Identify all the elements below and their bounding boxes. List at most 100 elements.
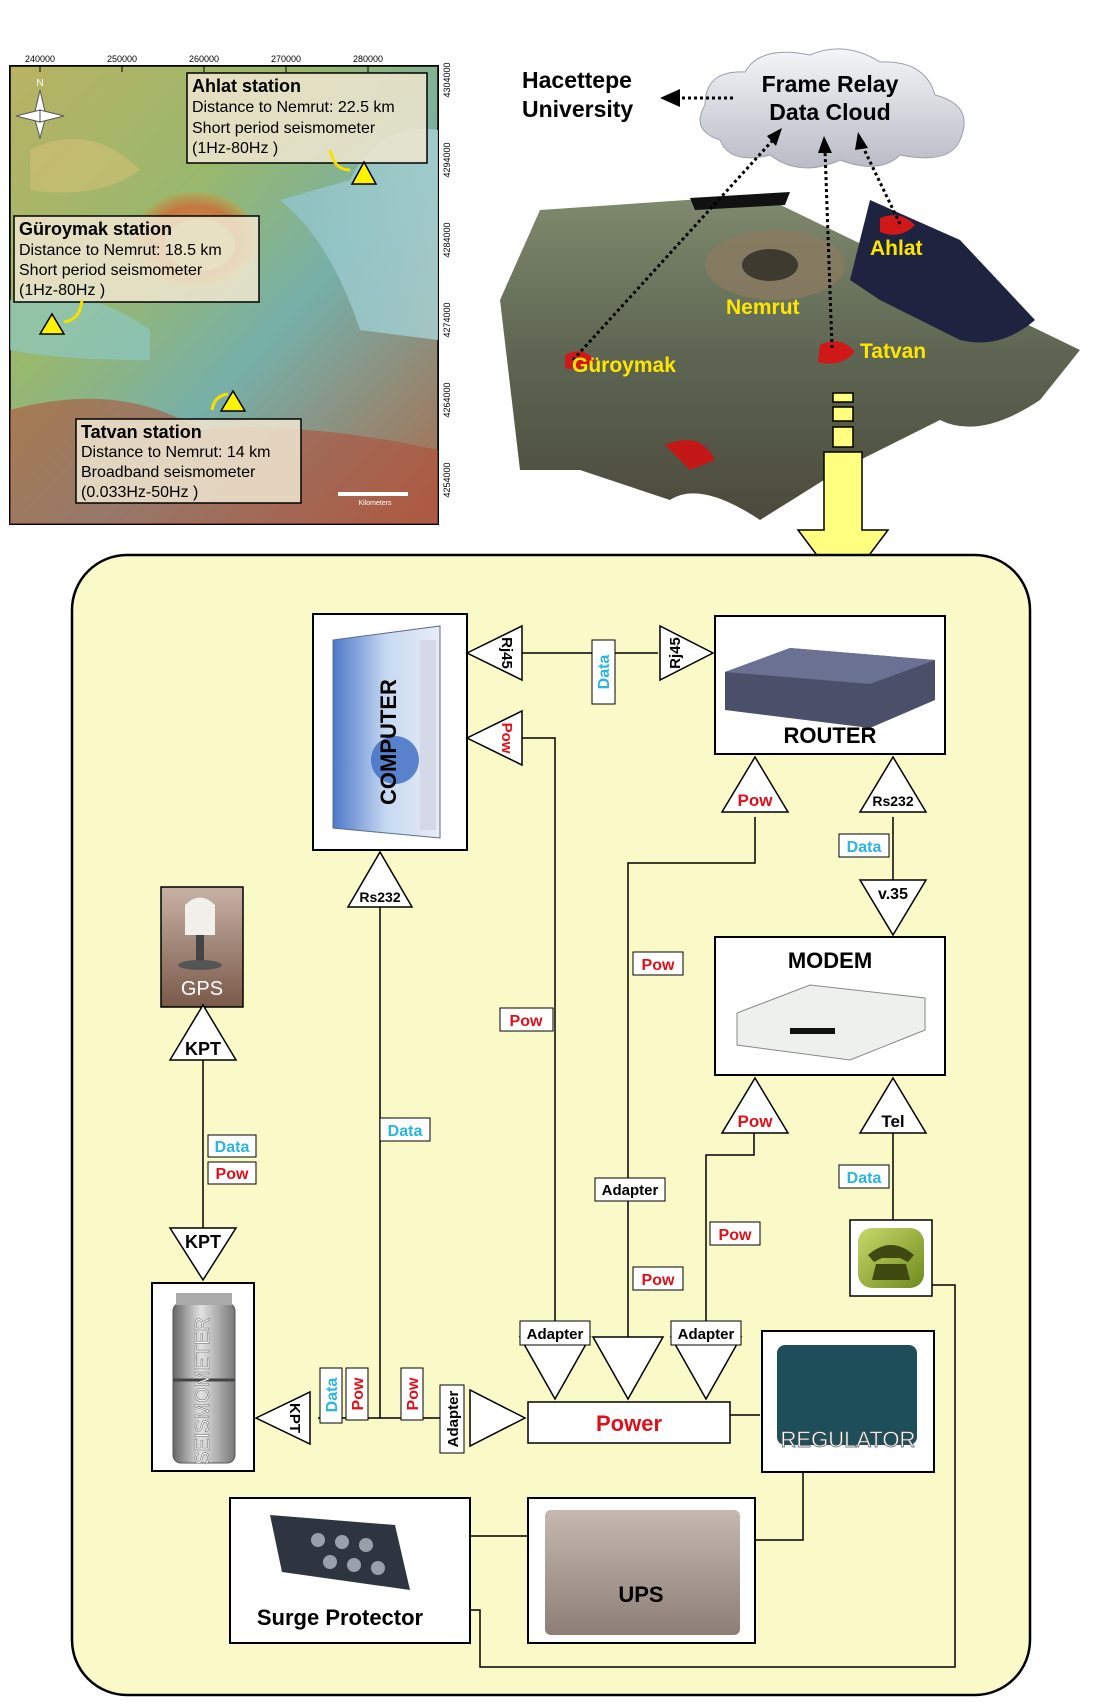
pow-label: Pow bbox=[216, 1166, 249, 1183]
rs232-label: Rs232 bbox=[872, 793, 913, 809]
pow-label: Pow bbox=[738, 791, 774, 810]
data-label: Data bbox=[847, 1170, 882, 1187]
kpt-label: KPT bbox=[185, 1232, 221, 1252]
regulator-label: REGULATOR bbox=[781, 1427, 916, 1452]
ups-label: UPS bbox=[618, 1582, 663, 1607]
rj45-label: Rj45 bbox=[667, 637, 684, 669]
adapter-label: Adapter bbox=[445, 1391, 462, 1448]
place-guroymak: Güroymak bbox=[572, 354, 676, 377]
kpt-label: KPT bbox=[286, 1403, 303, 1433]
adapter-label: Adapter bbox=[527, 1326, 584, 1343]
gps-device: GPS bbox=[160, 886, 244, 1008]
ahlat-title: Ahlat station bbox=[192, 76, 301, 96]
connector-kpt-seismometer-top: KPT bbox=[168, 1227, 238, 1282]
ups-device: UPS bbox=[527, 1497, 756, 1644]
regulator-device: REGULATOR bbox=[761, 1330, 935, 1473]
power-block: Power bbox=[527, 1401, 731, 1444]
connector-kpt-gps: KPT bbox=[168, 1003, 238, 1061]
tatvan-sensor: Broadband seismometer bbox=[81, 464, 256, 481]
scale-label: Kilometers bbox=[358, 500, 392, 507]
pow-label: Pow bbox=[719, 1227, 752, 1244]
north-arrow-icon: N bbox=[15, 78, 65, 140]
map-right-tick-label: 4284000 bbox=[442, 222, 452, 257]
power-label: Power bbox=[596, 1411, 662, 1436]
rs232-label: Rs232 bbox=[359, 889, 400, 905]
map-scale-bar: Kilometers bbox=[338, 492, 408, 507]
pow-label: Pow bbox=[350, 1377, 367, 1410]
data-label: Data bbox=[324, 1378, 341, 1413]
connector-power-input bbox=[469, 1388, 527, 1448]
map-top-tick-label: 250000 bbox=[107, 54, 137, 64]
station-callout-guroymak: Güroymak station Distance to Nemrut: 18.… bbox=[13, 215, 260, 303]
modem-label: MODEM bbox=[788, 948, 872, 973]
connector-power-out-2 bbox=[591, 1336, 665, 1401]
connector-rs232-router: Rs232 bbox=[858, 755, 928, 813]
modem-device: MODEM bbox=[714, 936, 946, 1076]
tatvan-band: (0.033Hz-50Hz ) bbox=[81, 484, 198, 501]
network-links bbox=[571, 128, 902, 362]
north-label: N bbox=[36, 78, 43, 89]
pow-label: Pow bbox=[738, 1112, 774, 1131]
map-top-tick-label: 260000 bbox=[189, 54, 219, 64]
phone-device bbox=[849, 1219, 933, 1297]
cloud-label-1: Frame Relay bbox=[762, 71, 899, 97]
pow-label: Pow bbox=[498, 723, 515, 754]
connector-v35-modem: v.35 bbox=[858, 879, 928, 937]
station-markers bbox=[38, 149, 378, 412]
pow-label: Pow bbox=[405, 1377, 422, 1410]
university-label-2: University bbox=[522, 96, 633, 122]
map-top-tick-label: 240000 bbox=[25, 54, 55, 64]
connector-pow-modem: Pow bbox=[720, 1076, 790, 1134]
adapter-label: Adapter bbox=[602, 1182, 659, 1199]
computer-device: COMPUTER bbox=[312, 613, 468, 851]
connector-kpt-seismometer: KPT bbox=[254, 1390, 311, 1446]
pow-label: Pow bbox=[510, 1013, 543, 1030]
place-labels: Ahlat Nemrut Güroymak Tatvan bbox=[572, 237, 926, 377]
station-triangle-icon bbox=[219, 389, 247, 412]
cloud-label-2: Data Cloud bbox=[769, 99, 890, 125]
connector-pow-computer: Pow bbox=[465, 709, 523, 767]
guroymak-sensor: Short period seismometer bbox=[19, 262, 203, 279]
place-tatvan: Tatvan bbox=[860, 340, 926, 363]
map-top-tick-label: 280000 bbox=[353, 54, 383, 64]
map-right-tick-label: 4304000 bbox=[442, 62, 452, 97]
seismometer-label: SEISMOMETER bbox=[192, 1317, 214, 1465]
tatvan-title: Tatvan station bbox=[81, 422, 202, 442]
data-label: Data bbox=[388, 1123, 423, 1140]
data-label: Data bbox=[847, 839, 882, 856]
map-right-tick-label: 4294000 bbox=[442, 142, 452, 177]
pow-label: Pow bbox=[642, 1272, 675, 1289]
university-label-1: Hacettepe bbox=[522, 67, 632, 93]
map-right-tick-label: 4254000 bbox=[442, 462, 452, 497]
pow-label: Pow bbox=[642, 957, 675, 974]
router-device: ROUTER bbox=[714, 615, 946, 755]
tel-label: Tel bbox=[881, 1112, 904, 1131]
v35-label: v.35 bbox=[878, 886, 908, 903]
map-right-tick-label: 4274000 bbox=[442, 302, 452, 337]
data-cloud: Frame Relay Data Cloud bbox=[699, 48, 965, 169]
connector-rs232-computer: Rs232 bbox=[346, 850, 414, 908]
computer-label: COMPUTER bbox=[376, 679, 401, 805]
wire-labels: Data Pow Pow Data Data Data Pow Data Pow… bbox=[207, 639, 890, 1454]
connector-rj45-router: Rj45 bbox=[659, 624, 715, 682]
adapter-label: Adapter bbox=[678, 1326, 735, 1343]
station-callout-ahlat: Ahlat station Distance to Nemrut: 22.5 k… bbox=[186, 72, 428, 164]
guroymak-band: (1Hz-80Hz ) bbox=[19, 282, 105, 299]
surge-label: Surge Protector bbox=[257, 1605, 424, 1630]
guroymak-title: Güroymak station bbox=[19, 219, 172, 239]
ahlat-distance: Distance to Nemrut: 22.5 km bbox=[192, 99, 395, 116]
map-top-ticks: 240000 250000 260000 270000 280000 bbox=[25, 54, 383, 72]
seismometer-device: SEISMOMETER bbox=[151, 1282, 255, 1472]
place-nemrut: Nemrut bbox=[726, 296, 800, 319]
ahlat-band: (1Hz-80Hz ) bbox=[192, 140, 278, 157]
ahlat-sensor: Short period seismometer bbox=[192, 120, 376, 137]
guroymak-distance: Distance to Nemrut: 18.5 km bbox=[19, 242, 222, 259]
station-triangle-icon bbox=[350, 160, 378, 185]
surge-protector-device: Surge Protector bbox=[229, 1497, 471, 1644]
map-right-ticks: 4304000 4294000 4284000 4274000 4264000 42540… bbox=[442, 62, 452, 497]
map-right-tick-label: 4264000 bbox=[442, 382, 452, 417]
connector-tel-modem: Tel bbox=[858, 1076, 928, 1134]
map-top-tick-label: 270000 bbox=[271, 54, 301, 64]
gps-label: GPS bbox=[181, 978, 223, 1000]
station-triangle-icon bbox=[38, 312, 66, 335]
